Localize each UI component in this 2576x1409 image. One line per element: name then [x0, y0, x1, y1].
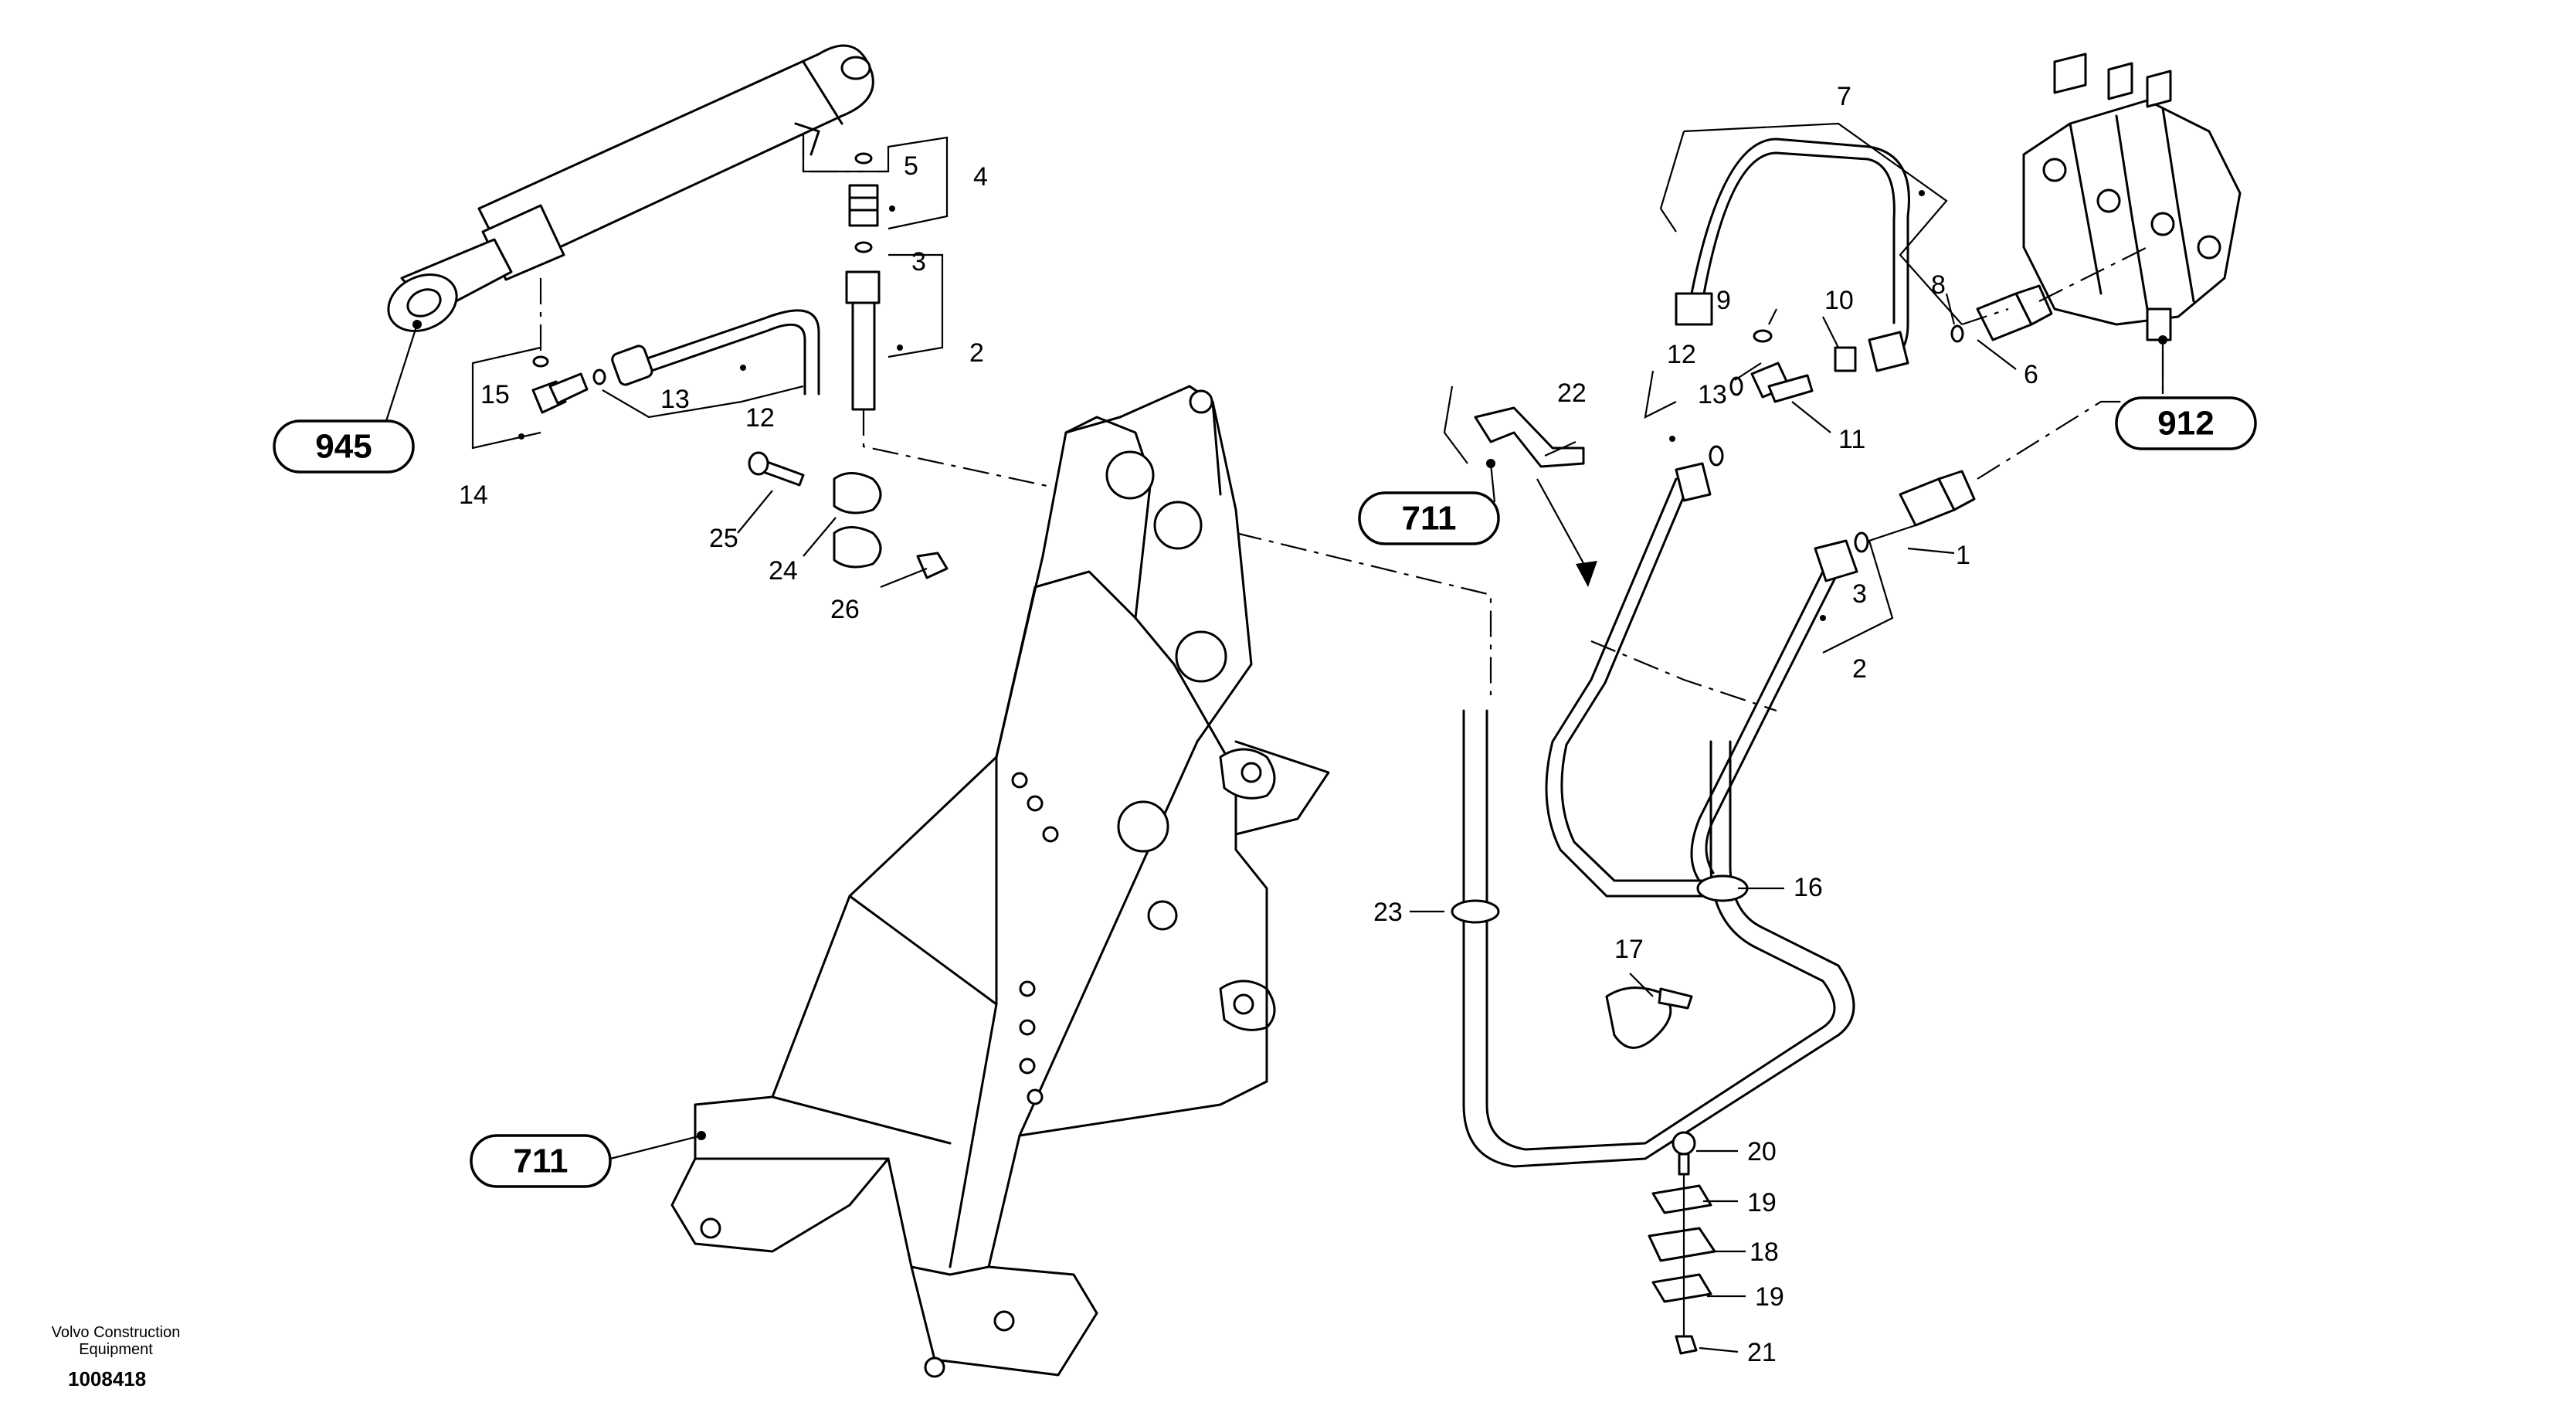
loader-frame [670, 385, 1330, 1378]
control-valve [2022, 53, 2242, 341]
callout-7: 7 [1837, 82, 1851, 111]
callout-21: 21 [1747, 1338, 1777, 1367]
hose-7 [1675, 138, 1910, 372]
arrow-bracket-22 [1536, 478, 1597, 587]
adapter-stack-2-5 [845, 152, 881, 411]
leader-hose-7-to-valve [1961, 307, 2009, 326]
callout-5: 5 [904, 151, 918, 181]
callout-17: 17 [1614, 935, 1644, 964]
reference-711-bracket[interactable]: 711 [1358, 491, 1500, 545]
leader-frame-to-711 [1235, 531, 1492, 695]
company-footer: Volvo Construction Equipment [31, 1324, 201, 1358]
reference-912[interactable]: 912 [2115, 396, 2257, 450]
callout-25: 25 [709, 524, 738, 553]
leader-hose-to-frame [1590, 640, 1777, 712]
callout-15: 15 [480, 380, 510, 409]
company-name-line2: Equipment [79, 1341, 153, 1358]
elbow-fitting-14 [531, 355, 606, 414]
reference-945[interactable]: 945 [273, 419, 415, 474]
callout-numbers: 1 2 2 3 3 4 5 6 7 8 9 10 11 12 12 13 13 … [459, 82, 2038, 1367]
callout-3-left: 3 [911, 247, 926, 277]
clamp-stack-18-21 [1648, 1131, 1716, 1355]
callout-leaders [471, 122, 2017, 1353]
clamp-assembly-24-26 [748, 451, 949, 579]
drawing-number: 1008418 [68, 1367, 147, 1390]
hose-12-left [611, 309, 820, 396]
hoses-right-12-2 [1545, 445, 1869, 898]
bracket-17 [1605, 986, 1693, 1049]
callout-23: 23 [1373, 898, 1403, 927]
callout-11: 11 [1838, 425, 1865, 454]
callout-3-right: 3 [1852, 579, 1867, 609]
callout-12-right: 12 [1667, 340, 1696, 369]
callout-20: 20 [1747, 1137, 1777, 1166]
callout-16: 16 [1794, 873, 1823, 902]
callout-2-left: 2 [969, 338, 984, 368]
callout-22: 22 [1557, 379, 1587, 408]
reference-leaders [385, 190, 2167, 1160]
callout-18: 18 [1750, 1238, 1779, 1267]
reference-711-frame-label: 711 [514, 1142, 568, 1180]
reference-711-bracket-label: 711 [1402, 500, 1457, 538]
hydraulic-pipes-23 [1451, 709, 1855, 1168]
callout-12-left: 12 [745, 403, 775, 433]
adapter-6 [1950, 284, 2053, 343]
callout-14: 14 [459, 480, 488, 510]
leader-valve-to-adapter-6 [2038, 246, 2148, 302]
callout-1: 1 [1956, 541, 1970, 570]
reference-711-frame[interactable]: 711 [470, 1134, 612, 1188]
bracket-22 [1443, 385, 1585, 468]
fittings-9-13-right [1729, 329, 1857, 403]
adapter-1 [1899, 470, 1976, 527]
callout-26: 26 [830, 595, 860, 624]
callout-9: 9 [1716, 286, 1731, 315]
callout-10: 10 [1824, 286, 1854, 315]
callout-6: 6 [2024, 360, 2038, 389]
callout-24: 24 [769, 556, 798, 586]
callout-2-right: 2 [1852, 654, 1867, 684]
reference-912-label: 912 [2157, 405, 2214, 443]
callout-13-left: 13 [660, 385, 690, 414]
company-name-line1: Volvo Construction [51, 1324, 181, 1341]
leader-stack-to-frame [862, 409, 1051, 488]
callout-8: 8 [1931, 270, 1946, 300]
callout-19-lower: 19 [1755, 1282, 1784, 1312]
hydraulic-cylinder [387, 44, 874, 332]
callout-4: 4 [973, 162, 988, 192]
reference-945-label: 945 [315, 428, 372, 466]
callout-13-right: 13 [1698, 380, 1727, 409]
callout-19-upper: 19 [1747, 1188, 1777, 1217]
